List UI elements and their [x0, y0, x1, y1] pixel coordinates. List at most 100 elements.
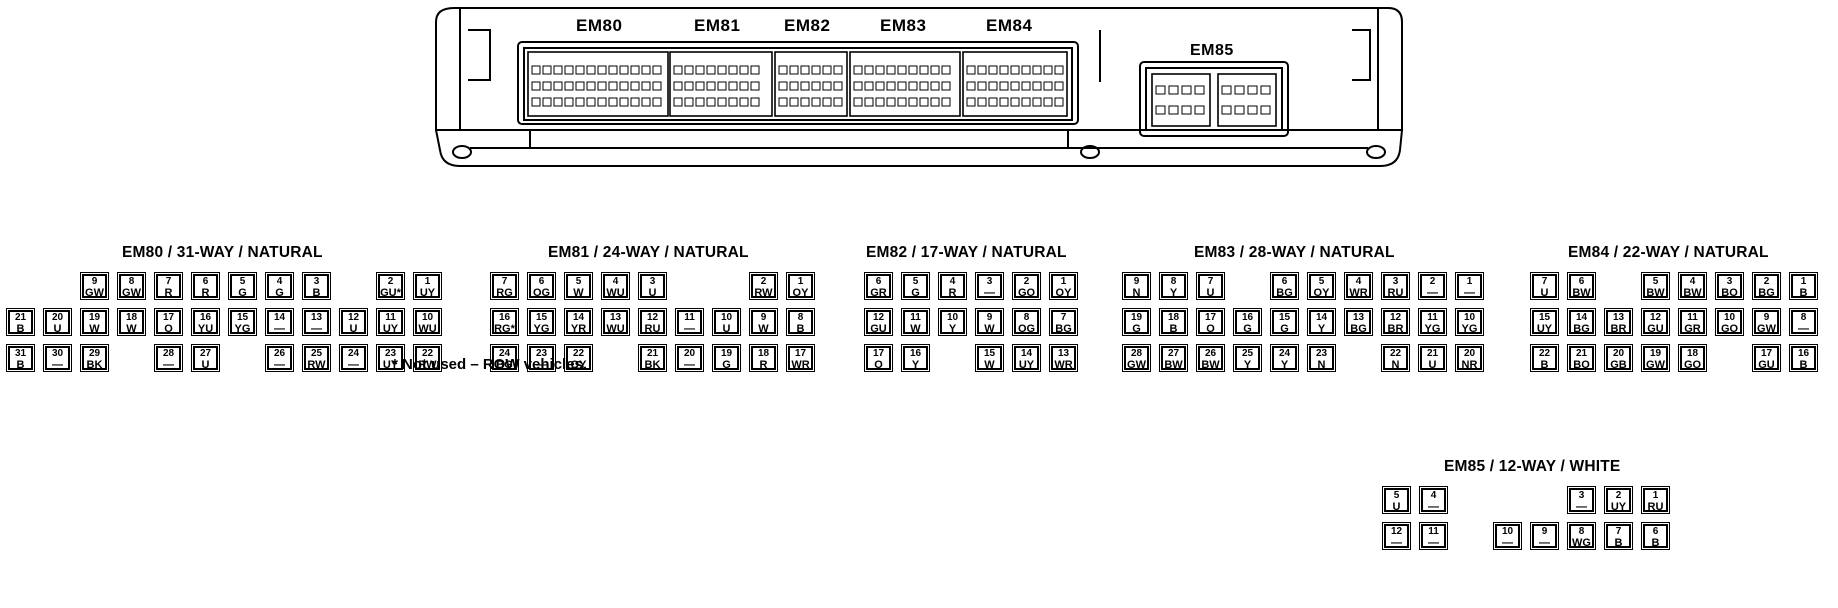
pin-wire-color: U: [1428, 359, 1437, 371]
pin-number: 14: [1575, 312, 1588, 323]
terminal-cavity: [586, 65, 596, 75]
terminal-cavity: [1181, 85, 1192, 95]
pin-number: 16: [909, 348, 922, 359]
pin-number: 4: [276, 276, 283, 287]
pin-wire-color: Y: [911, 359, 920, 371]
pin-wire-color: GO: [1017, 287, 1036, 299]
terminal-cavity: [739, 97, 749, 107]
pin-wire-color: G: [722, 359, 731, 371]
pin-wire-color: BO: [1573, 359, 1590, 371]
terminal-cavity: [531, 65, 541, 75]
connector-title: EM84 / 22-WAY / NATURAL: [1568, 244, 1769, 261]
pin-wire-color: —: [1464, 287, 1475, 299]
terminal-cavity: [822, 65, 832, 75]
pin-number: 22: [572, 348, 585, 359]
terminal-cavity: [966, 97, 976, 107]
pin-number: 2: [1023, 276, 1030, 287]
pin-number: 6: [875, 276, 882, 287]
pin-cell: 13—: [302, 308, 331, 336]
pin-wire-color: YG: [1461, 323, 1478, 335]
pin-wire-color: BG: [1055, 323, 1072, 335]
pin-number: 3: [649, 276, 656, 287]
pin-wire-color: N: [1132, 287, 1141, 299]
terminal-cavity: [1021, 65, 1031, 75]
pin-number: 12: [347, 312, 360, 323]
pin-cell: 26—: [265, 344, 294, 372]
pin-number: 20: [683, 348, 696, 359]
pin-number: 9: [1541, 526, 1548, 537]
terminal-cavity: [641, 81, 651, 91]
terminal-cavity: [641, 65, 651, 75]
pin-wire-color: —: [274, 359, 285, 371]
pin-number: 2: [1615, 490, 1622, 501]
terminal-cavity: [739, 65, 749, 75]
pin-wire-color: OY: [1055, 287, 1072, 299]
terminal-cavity: [811, 97, 821, 107]
pin-wire-color: B: [1799, 359, 1808, 371]
pin-number: 15: [983, 348, 996, 359]
terminal-cavity: [750, 81, 760, 91]
pin-number: 11: [385, 312, 396, 323]
pin-wire-color: GU: [870, 323, 887, 335]
pin-wire-color: GR: [870, 287, 887, 299]
terminal-cavity: [908, 81, 918, 91]
pin-wire-color: W: [126, 323, 137, 335]
pin-wire-color: —: [163, 359, 174, 371]
terminal-cavity: [597, 97, 607, 107]
pin-wire-color: B: [796, 323, 805, 335]
pin-cell: 3—: [1567, 486, 1596, 514]
terminal-cavity: [811, 65, 821, 75]
pin-wire-color: OG: [1017, 323, 1036, 335]
pin-number: 7: [1207, 276, 1214, 287]
terminal-cavity: [908, 65, 918, 75]
terminal-cavity: [575, 81, 585, 91]
pin-number: 5: [1393, 490, 1400, 501]
terminal-cavity: [630, 97, 640, 107]
terminal-cavity: [988, 65, 998, 75]
pin-number: 4: [1430, 490, 1437, 501]
pin-wire-color: WR: [1349, 287, 1368, 299]
pin-number: 17: [1760, 348, 1773, 359]
pin-number: 8: [1170, 276, 1177, 287]
pin-wire-color: BO: [1721, 287, 1738, 299]
pin-number: 4: [1355, 276, 1362, 287]
pin-number: 21: [14, 312, 27, 323]
terminal-cavity: [728, 65, 738, 75]
terminal-cavity: [1234, 105, 1245, 115]
pin-wire-color: GW: [85, 287, 104, 299]
pin-number: 2: [760, 276, 767, 287]
terminal-cavity: [1181, 105, 1192, 115]
pin-number: 16: [1797, 348, 1810, 359]
connector-title: EM80 / 31-WAY / NATURAL: [122, 244, 323, 261]
pin-number: 9: [91, 276, 98, 287]
pin-cell: 12—: [1382, 522, 1411, 550]
terminal-cavity: [695, 81, 705, 91]
pin-wire-color: BK: [86, 359, 103, 371]
pin-number: 5: [575, 276, 582, 287]
terminal-cavity: [1234, 85, 1245, 95]
ecu-label-em81: EM81: [694, 16, 741, 35]
terminal-cavity: [853, 81, 863, 91]
terminal-cavity: [930, 97, 940, 107]
terminal-cavity: [778, 81, 788, 91]
terminal-cavity: [641, 97, 651, 107]
pin-number: 15: [236, 312, 249, 323]
pin-wire-color: WR: [791, 359, 810, 371]
terminal-cavity: [706, 81, 716, 91]
pin-cell: 11—: [1419, 522, 1448, 550]
